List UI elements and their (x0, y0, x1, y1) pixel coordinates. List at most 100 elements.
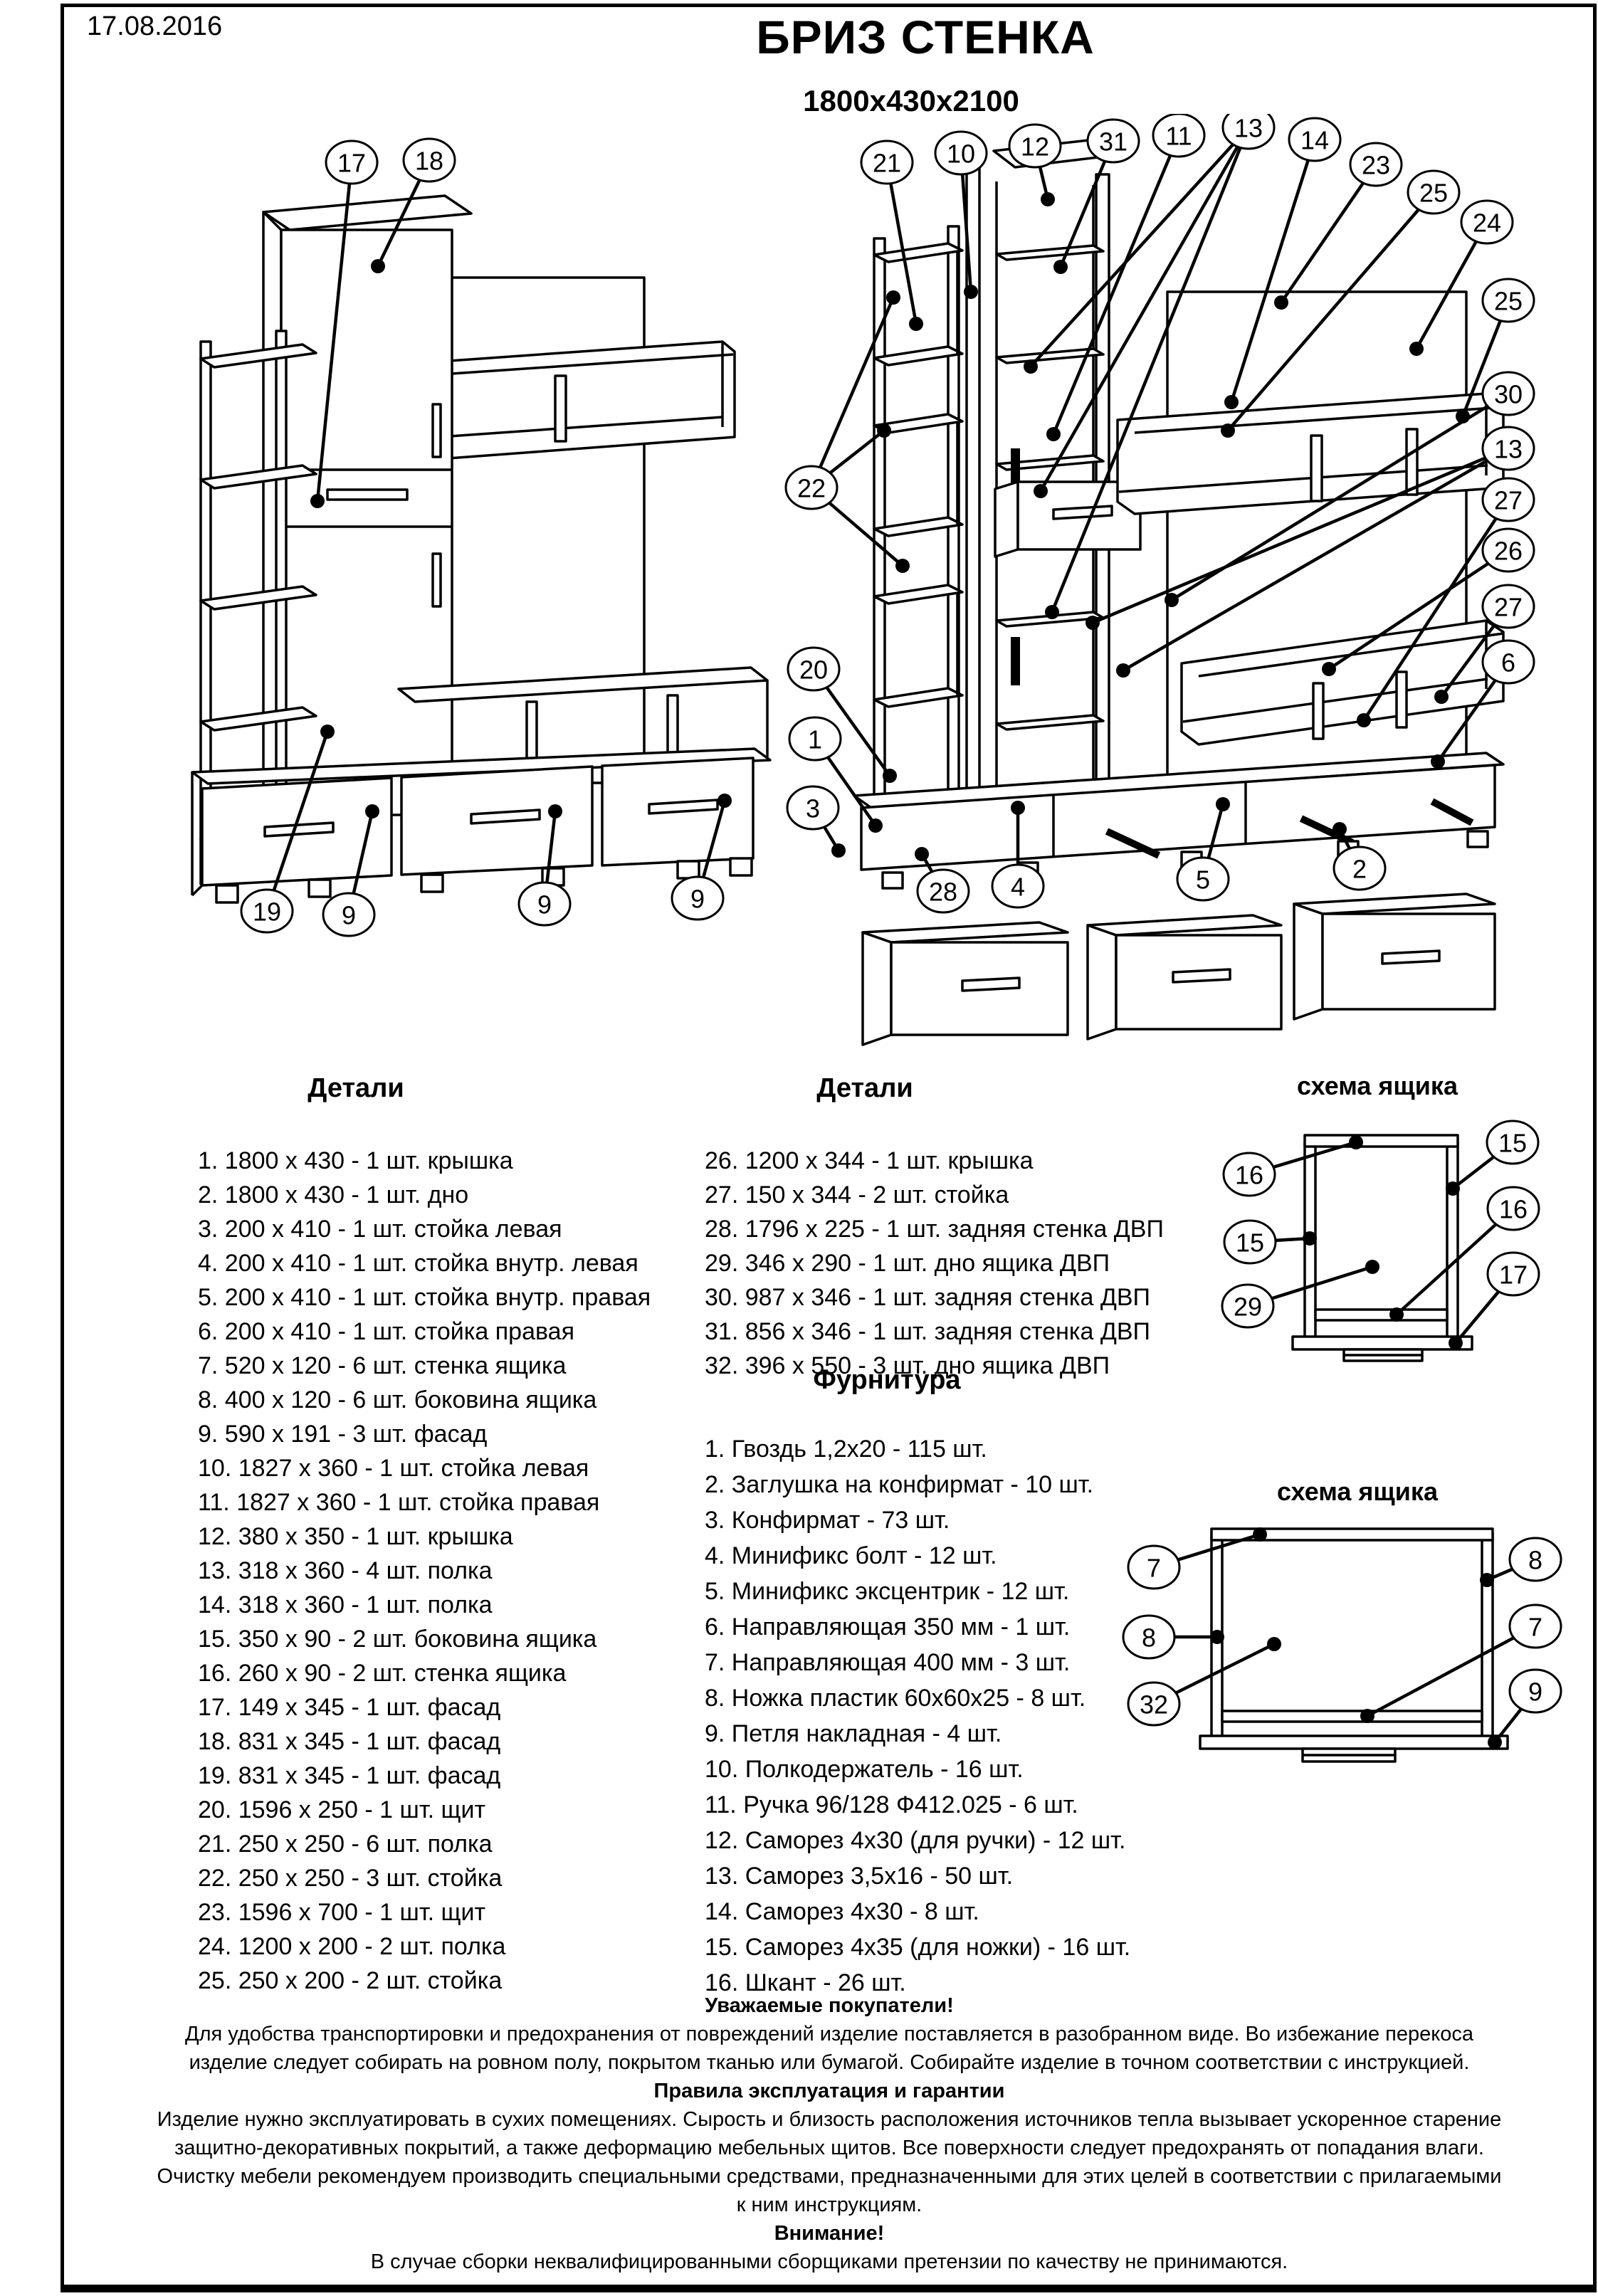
hardware-list: Фурнитура 1. Гвоздь 1,2х20 - 115 шт.2. З… (705, 1365, 1130, 1996)
callout-32: 32 (1127, 1637, 1281, 1727)
svg-text:30: 30 (1494, 380, 1523, 409)
footer-line: Очистку мебели рекомендуем производить с… (157, 2165, 1502, 2188)
base-plinth (853, 752, 1505, 890)
svg-text:19: 19 (253, 897, 281, 927)
callout-29: 29 (1221, 1260, 1379, 1329)
callout-25: 25 (1456, 278, 1535, 423)
svg-text:3: 3 (806, 794, 820, 823)
callout-1: 1 (788, 716, 883, 833)
svg-text:7: 7 (1147, 1554, 1161, 1583)
callout-19: 19 (240, 725, 335, 934)
svg-text:10: 10 (947, 139, 975, 169)
page-title: БРИЗ СТЕНКА (756, 11, 1095, 63)
door-handle (1011, 637, 1020, 685)
parts-item: 13. 318 х 360 - 4 шт. полка (198, 1557, 493, 1584)
parts-item: 18. 831 х 345 - 1 шт. фасад (198, 1728, 501, 1755)
footer-notes: Уважаемые покупатели! Для удобства транс… (68, 1991, 1591, 2276)
hardware-item: 1. Гвоздь 1,2х20 - 115 шт. (705, 1436, 987, 1463)
svg-text:12: 12 (1021, 132, 1049, 162)
parts-item: 27. 150 х 344 - 2 шт. стойка (705, 1181, 1009, 1208)
parts-item: 14. 318 х 360 - 1 шт. полка (198, 1591, 493, 1618)
callout-5: 5 (1176, 797, 1230, 902)
parts-item: 23. 1596 х 700 - 1 шт. щит (198, 1899, 486, 1926)
parts-item: 5. 200 х 410 - 1 шт. стойка внутр. права… (198, 1284, 651, 1311)
exploded-view-svg: 2110123111131423252425301327262762220132… (784, 114, 1535, 1046)
callout-9: 9 (322, 804, 379, 937)
parts-item: 4. 200 х 410 - 1 шт. стойка внутр. левая (198, 1250, 638, 1277)
callout-9: 9 (517, 804, 572, 927)
drawer-schema-bottom-title: схема ящика (1277, 1477, 1438, 1506)
parts-item: 12. 380 х 350 - 1 шт. крышка (198, 1523, 513, 1550)
parts-item: 2. 1800 х 430 - 1 шт. дно (198, 1181, 469, 1208)
footer-attention: Внимание! (774, 2222, 885, 2245)
callout-26: 26 (1322, 527, 1535, 676)
parts-item: 29. 346 х 290 - 1 шт. дно ящика ДВП (705, 1250, 1110, 1277)
svg-text:9: 9 (537, 890, 552, 920)
callout-10: 10 (934, 130, 988, 299)
footer-rules-title: Правила эксплуатация и гарантии (653, 2080, 1005, 2102)
drawer-runner (1430, 798, 1474, 826)
svg-text:11: 11 (1165, 122, 1192, 151)
upper-door-handle (431, 403, 442, 458)
hardware-item: 14. Саморез 4х30 - 8 шт. (705, 1898, 979, 1925)
parts-item: 21. 250 х 250 - 6 шт. полка (198, 1831, 493, 1858)
parts-item: 16. 260 х 90 - 2 шт. стенка ящика (198, 1660, 567, 1687)
callout-15: 15 (1446, 1120, 1540, 1196)
hardware-item: 4. Минификс болт - 12 шт. (705, 1542, 997, 1569)
callout-9: 9 (1488, 1668, 1562, 1749)
svg-text:25: 25 (1494, 287, 1523, 316)
svg-text:31: 31 (1099, 127, 1127, 157)
cabinet-exploded (965, 138, 1142, 840)
callout-27: 27 (1434, 584, 1535, 704)
product-dimensions: 1800х430х2100 (803, 84, 1019, 117)
schema-bottom-line-art (1199, 1527, 1509, 1763)
parts-item: 32. 396 х 550 - 3 шт. дно ящика ДВП (705, 1352, 1110, 1379)
callout-14: 14 (1224, 117, 1342, 409)
hardware-list-title: Фурнитура (813, 1365, 961, 1395)
svg-text:25: 25 (1419, 179, 1448, 208)
lower-door-handle (431, 552, 442, 608)
callout-13: 13 (1024, 114, 1276, 619)
parts-item: 28. 1796 х 225 - 1 шт. задняя стенка ДВП (705, 1216, 1164, 1243)
callout-8: 8 (1480, 1537, 1562, 1587)
parts-item: 20. 1596 х 250 - 1 шт. щит (198, 1796, 486, 1823)
callout-23: 23 (1274, 142, 1403, 310)
callout-22: 22 (784, 290, 910, 573)
callout-31: 31 (1053, 118, 1140, 274)
parts-list-right-title: Детали (816, 1073, 913, 1103)
svg-text:4: 4 (1011, 873, 1025, 902)
hardware-item: 15. Саморез 4х35 (для ножки) - 16 шт. (705, 1934, 1131, 1961)
hardware-list-items: 1. Гвоздь 1,2х20 - 115 шт.2. Заглушка на… (705, 1431, 1130, 2001)
hardware-item: 12. Саморез 4х30 (для ручки) - 12 шт. (705, 1827, 1126, 1854)
parts-item: 19. 831 х 345 - 1 шт. фасад (198, 1762, 501, 1789)
svg-text:20: 20 (799, 655, 828, 685)
svg-text:24: 24 (1473, 209, 1501, 238)
footer-line: Для удобства транспортировки и предохран… (184, 2023, 1474, 2045)
svg-text:16: 16 (1235, 1161, 1263, 1190)
footer-line: к ним инструкциям. (736, 2194, 922, 2216)
drawer-handle (326, 488, 409, 501)
svg-text:15: 15 (1498, 1129, 1527, 1158)
callout-27: 27 (1357, 477, 1535, 727)
svg-text:2: 2 (1352, 855, 1367, 884)
parts-item: 10. 1827 х 360 - 1 шт. стойка левая (198, 1455, 589, 1482)
footer-line: Изделие нужно эксплуатировать в сухих по… (157, 2108, 1502, 2131)
footer-greeting: Уважаемые покупатели! (705, 1994, 954, 2017)
hardware-item: 10. Полкодержатель - 16 шт. (705, 1756, 1024, 1783)
callout-6: 6 (1431, 639, 1535, 769)
svg-text:22: 22 (797, 474, 826, 503)
svg-text:28: 28 (929, 878, 957, 907)
footer-paragraph-2: Изделие нужно эксплуатировать в сухих по… (68, 2105, 1591, 2219)
parts-item: 8. 400 х 120 - 6 шт. боковина ящика (198, 1386, 597, 1413)
callout-16: 16 (1222, 1135, 1363, 1197)
loose-drawers (861, 892, 1496, 1046)
parts-item: 7. 520 х 120 - 6 шт. стенка ящика (198, 1352, 567, 1379)
parts-item: 17. 149 х 345 - 1 шт. фасад (198, 1694, 501, 1721)
parts-item: 30. 987 х 346 - 1 шт. задняя стенка ДВП (705, 1284, 1150, 1311)
